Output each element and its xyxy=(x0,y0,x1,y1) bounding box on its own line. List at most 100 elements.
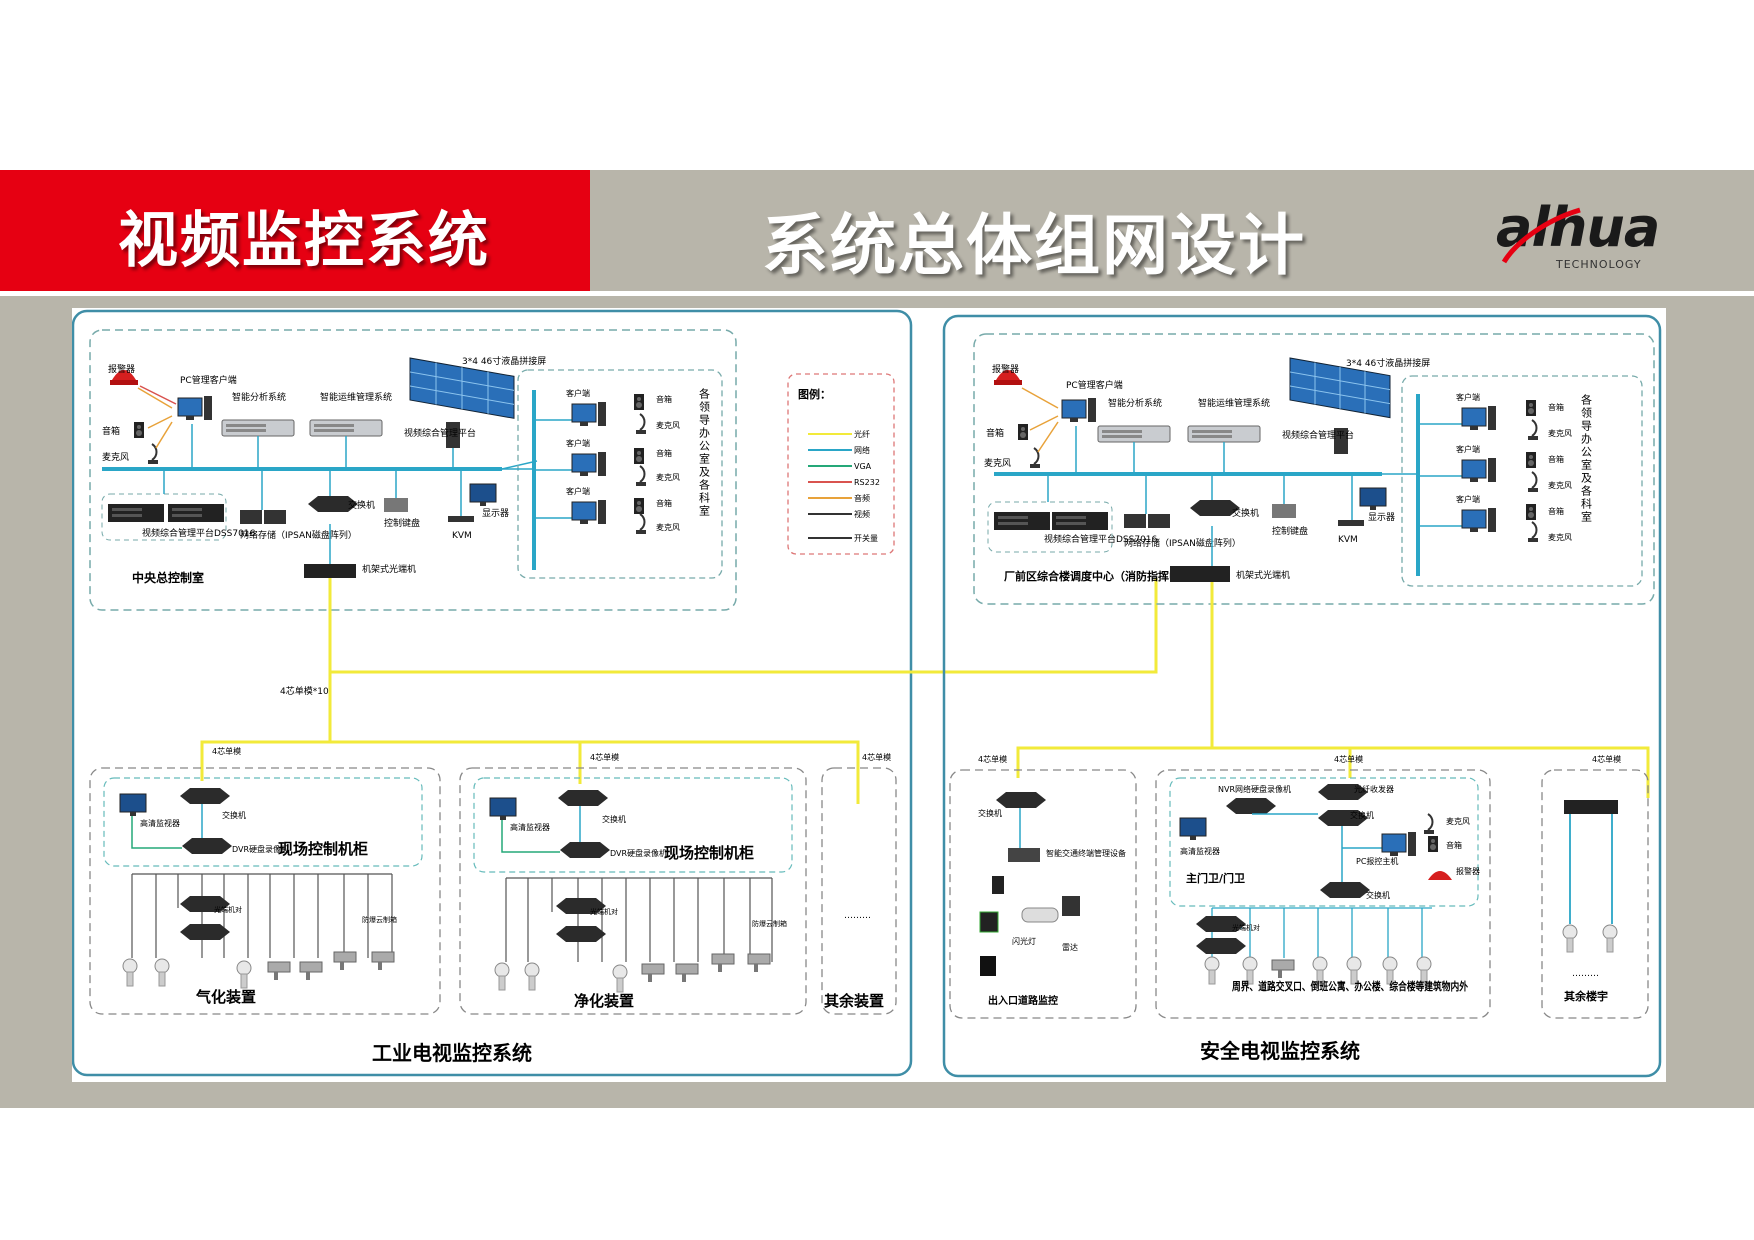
office-speaker-icon xyxy=(634,448,644,464)
right-client-3: 客户端 xyxy=(1456,494,1480,504)
office-client-icon xyxy=(571,499,607,525)
gate-alarm-label: 报警器 xyxy=(1456,866,1480,876)
left-alarm-label: 报警器 xyxy=(108,363,135,375)
cabinet-switch-icon xyxy=(558,790,608,806)
dome-camera-icon xyxy=(1602,924,1618,953)
office-client-icon xyxy=(571,451,607,477)
camera-icon xyxy=(154,958,170,987)
left-dss-label: 视频综合管理平台DSS7016 xyxy=(142,527,256,539)
decoder-icon xyxy=(1334,428,1348,454)
right-ops-label: 智能运维管理系统 xyxy=(1198,397,1270,409)
traffic-label: 智能交通终端管理设备 xyxy=(1046,848,1126,858)
right-alarm-label: 报警器 xyxy=(992,363,1019,375)
right-switch-label: 交换机 xyxy=(1232,507,1259,519)
keyboard-icon xyxy=(384,498,408,512)
explosion-proof-camera-icon xyxy=(747,953,771,973)
dvr-label-2: DVR硬盘录像机 xyxy=(610,848,667,858)
right-client-2: 客户端 xyxy=(1456,444,1480,454)
left-fiber-trunk-label: 4芯单模*10 xyxy=(280,685,329,697)
page-title: 系统总体组网设计 xyxy=(762,207,1306,284)
legend-label-rs232: RS232 xyxy=(854,478,880,487)
legend-item: RS232 xyxy=(808,478,880,487)
office-row-3: 客户端 音箱 麦克风 xyxy=(1418,494,1572,543)
area-label-purification: 净化装置 xyxy=(574,992,634,1010)
box-camera-icon xyxy=(267,961,291,981)
gate-lower-switch-icon xyxy=(1320,882,1370,898)
right-mic-3: 麦克风 xyxy=(1548,532,1572,542)
video-wall-icon xyxy=(1289,357,1391,419)
office-client-icon xyxy=(1461,457,1497,483)
title-banner-left xyxy=(0,170,590,291)
kvm-icon xyxy=(448,516,474,522)
area-other-box xyxy=(821,767,897,1015)
right-fiber-label-1: 4芯单模 xyxy=(978,754,1007,764)
right-fiber-distribution xyxy=(1016,746,1650,798)
right-optical-icon xyxy=(1170,566,1230,582)
office-client-icon xyxy=(1461,507,1497,533)
left-system-title: 工业电视监控系统 xyxy=(372,1041,532,1065)
office-speaker-icon xyxy=(634,498,644,514)
gate-mic-label: 麦克风 xyxy=(1446,816,1470,826)
dahua-logo: alhua TECHNOLOGY xyxy=(1496,196,1724,280)
explosion-box-label-2: 防爆云制箱 xyxy=(752,919,787,928)
right-mic-1: 麦克风 xyxy=(1548,428,1572,438)
explosion-box-label: 防爆云制箱 xyxy=(362,915,397,924)
cabinet-switch-label-2: 交换机 xyxy=(602,814,626,824)
fiber-tx-label: 光纤收发器 xyxy=(1354,784,1394,794)
cabinet-switch-icon xyxy=(180,788,230,804)
traffic-terminal-icon xyxy=(1008,848,1040,862)
gate-transceiver-label: 光端机对 xyxy=(1232,923,1260,932)
area-label-gasification: 气化装置 xyxy=(195,988,256,1006)
ops-server-icon xyxy=(309,419,383,437)
cabinet-box-1 xyxy=(103,777,423,867)
left-client-2: 客户端 xyxy=(566,438,590,448)
right-platform-label: 视频综合管理平台 xyxy=(1282,429,1354,441)
dispatch-center-box xyxy=(973,333,1655,605)
legend-label-video: 视频 xyxy=(854,509,870,519)
gate-switch-label: 交换机 xyxy=(1350,810,1374,820)
analysis-server-icon xyxy=(221,419,295,437)
diagram-panel: 报警器 音箱 麦克风 PC管理客户端 智能分析系统 智能运维管理系统 3*4 4… xyxy=(71,308,1666,1082)
left-speaker-1: 音箱 xyxy=(656,394,672,404)
right-fiber-label-2: 4芯单模 xyxy=(1334,754,1363,764)
transceiver-label-2: 光端机对 xyxy=(590,907,618,916)
left-optical-label: 机架式光端机 xyxy=(362,563,416,575)
perimeter-label: 周界、道路交叉口、倒班公寓、办公楼、综合楼等建筑物内外 xyxy=(1232,979,1468,993)
fiber-interconnect xyxy=(328,578,1158,674)
other-buildings-box xyxy=(1541,769,1649,1019)
display-icon xyxy=(469,483,497,507)
office-row-1: 客户端 音箱 麦克风 xyxy=(1418,392,1572,441)
left-video-wall-label: 3*4 46寸液晶拼接屏 xyxy=(462,355,546,367)
left-ops-label: 智能运维管理系统 xyxy=(320,391,392,403)
office-client-icon xyxy=(1461,405,1497,431)
office-row-3: 客户端 音箱 麦克风 xyxy=(534,486,680,535)
camera-icon xyxy=(979,911,999,933)
dvr-icon xyxy=(182,838,232,854)
left-pc-client-label: PC管理客户端 xyxy=(180,374,237,386)
display-icon xyxy=(1359,487,1387,511)
legend-label-audio: 音频 xyxy=(854,493,870,503)
kvm-icon xyxy=(1338,520,1364,526)
storage-icon xyxy=(240,510,262,524)
area-purification-box xyxy=(459,767,807,1015)
flash-light-icon xyxy=(1021,907,1059,923)
left-speaker-label: 音箱 xyxy=(102,425,120,437)
legend-label-fiber: 光纤 xyxy=(854,429,870,439)
fiber-transceiver-icon xyxy=(556,926,606,942)
left-fiber-label-2: 4芯单模 xyxy=(590,752,619,762)
left-fiber-distribution xyxy=(200,740,860,804)
dome-camera-icon xyxy=(1204,956,1220,985)
controller-icon xyxy=(980,956,996,976)
office-row-2: 客户端 音箱 麦克风 xyxy=(1418,444,1572,493)
radar-icon xyxy=(1062,896,1080,916)
right-offices-label: 各领导办公室及各科室 xyxy=(1580,393,1593,524)
pc-host-label: PC报控主机 xyxy=(1356,856,1398,866)
offices-box xyxy=(517,369,723,579)
right-speaker-label: 音箱 xyxy=(986,427,1004,439)
hd-monitor-icon xyxy=(489,797,517,821)
right-pc-client-label: PC管理客户端 xyxy=(1066,379,1123,391)
ptz-dome-icon xyxy=(612,964,628,993)
cabinet-switch-label: 交换机 xyxy=(222,810,246,820)
speaker-icon xyxy=(1018,424,1028,440)
gate-cabinet-box xyxy=(1169,777,1479,907)
